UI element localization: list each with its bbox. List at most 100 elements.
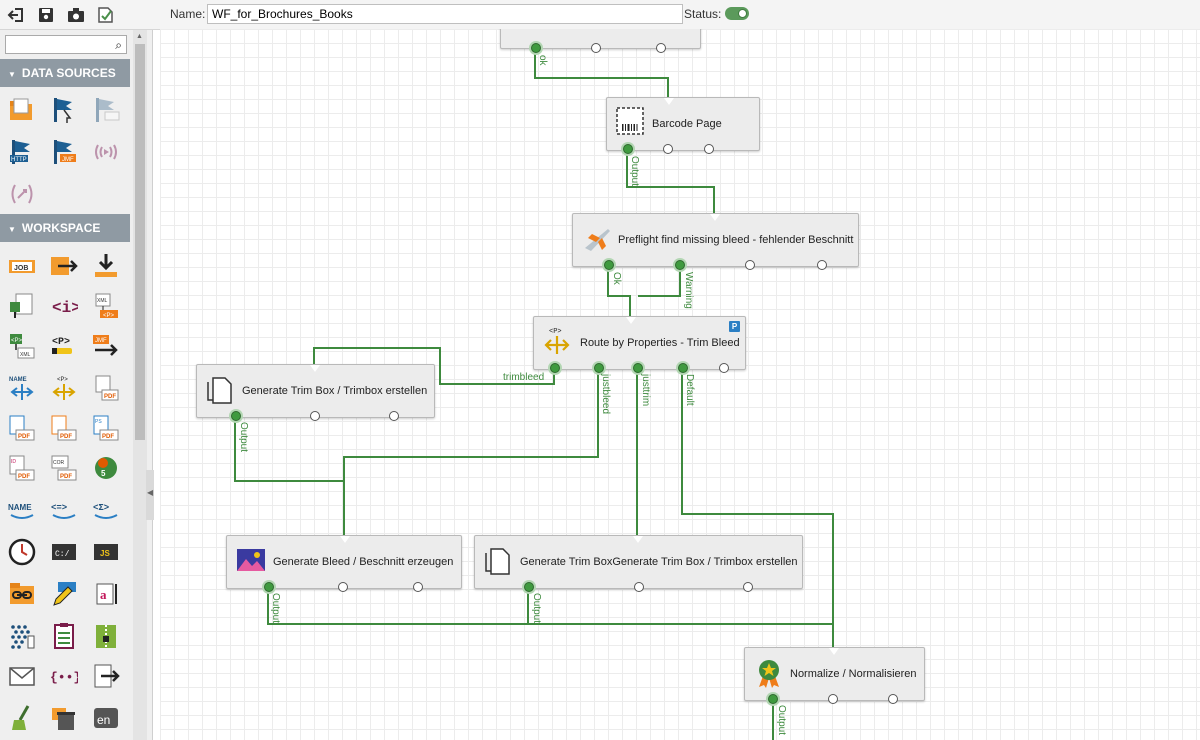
out-port[interactable] [604,260,614,270]
scroll-thumb[interactable] [135,44,145,440]
sidebar-scrollbar[interactable]: ▲ [133,30,147,740]
node-trimbox1[interactable]: Generate Trim Box / Trimbox erstellen [196,364,435,421]
folder-source-icon[interactable] [8,96,36,124]
workflow-canvas[interactable]: Barcode Page Preflight find missing blee… [160,29,1200,740]
route-icon[interactable]: <P> [50,374,78,402]
out-port[interactable] [656,43,666,53]
node-preflight[interactable]: Preflight find missing bleed - fehlender… [572,213,859,270]
search-input[interactable]: ⌕ [5,35,127,54]
code-icon[interactable]: {••} [50,662,81,690]
text-field-icon[interactable]: a [92,580,120,608]
validate-icon[interactable] [96,5,116,25]
node-barcode[interactable]: Barcode Page [606,97,760,154]
camera-icon[interactable] [66,5,86,25]
job-icon[interactable]: JOB [8,252,36,280]
out-port[interactable] [888,694,898,704]
section-data-sources[interactable]: ▼DATA SOURCES [0,59,130,87]
out-port[interactable] [817,260,827,270]
sum-icon[interactable]: <Σ> [92,496,120,524]
sync-icon[interactable] [8,180,36,208]
out-port[interactable] [704,144,714,154]
download-icon[interactable] [92,252,120,280]
javascript-icon[interactable]: JS [92,538,120,566]
out-port[interactable] [389,411,399,421]
console-icon[interactable]: C:/ [50,538,78,566]
counter-icon[interactable]: 5 [92,454,120,482]
save-icon[interactable] [36,5,56,25]
http-source-icon[interactable]: HTTP [8,138,36,166]
out-port[interactable] [745,260,755,270]
in-port[interactable] [710,214,720,221]
out-port[interactable] [634,582,644,592]
out-port[interactable] [310,411,320,421]
info-tag-icon[interactable]: <i> [50,292,81,320]
status-toggle[interactable] [725,7,749,20]
clock-icon[interactable] [8,538,36,566]
out-port[interactable] [719,363,729,373]
out-port[interactable] [663,144,673,154]
out-port[interactable] [594,363,604,373]
name-icon[interactable]: NAME [8,496,36,524]
edit-icon[interactable] [50,580,78,608]
out-port[interactable] [743,582,753,592]
in-port[interactable] [340,536,350,543]
out-port[interactable] [550,363,560,373]
node-normalize[interactable]: Normalize / Normalisieren [744,647,925,704]
in-port[interactable] [310,365,320,372]
out-port[interactable] [678,363,688,373]
pdf-doc-icon[interactable]: PDF [8,414,36,442]
mail-icon[interactable] [8,662,36,690]
out-port[interactable] [623,144,633,154]
in-port[interactable] [829,648,839,655]
xml-convert-icon[interactable]: <P>XML [8,332,36,360]
clean-icon[interactable] [8,704,36,732]
xml-p-icon[interactable]: XML<P> [92,292,120,320]
section-workspace[interactable]: ▼WORKSPACE [0,214,130,242]
wire-label-ok: ok [537,55,548,66]
out-port[interactable] [231,411,241,421]
checklist-icon[interactable] [50,622,78,650]
in-port[interactable] [664,98,674,105]
out-port[interactable] [768,694,778,704]
xml-icon[interactable] [8,292,36,320]
in-port[interactable] [626,317,636,324]
trash-icon[interactable] [50,704,78,732]
pdf-convert-icon[interactable]: PDF [92,374,120,402]
node-trimbox2[interactable]: Generate Trim BoxGenerate Trim Box / Tri… [474,535,803,592]
hotfolder-icon[interactable] [50,96,78,124]
out-port[interactable] [338,582,348,592]
sidebar-collapse-handle[interactable]: ◀ [146,470,154,520]
out-port[interactable] [524,582,534,592]
out-port[interactable] [264,582,274,592]
dots-icon[interactable] [8,622,36,650]
zip-icon[interactable] [92,622,120,650]
p-tag-icon[interactable]: <P> [50,332,78,360]
job-export-icon[interactable] [50,252,78,280]
in-port[interactable] [633,536,643,543]
out-port[interactable] [828,694,838,704]
link-icon[interactable] [8,580,36,608]
out-port[interactable] [633,363,643,373]
broadcast-icon[interactable] [92,138,120,166]
out-port[interactable] [591,43,601,53]
out-port[interactable] [413,582,423,592]
export-icon[interactable] [92,662,120,690]
job-source-icon[interactable] [92,96,120,124]
pdf-merge-icon[interactable]: PDF [50,414,78,442]
jmf-source-icon[interactable]: JMF [50,138,78,166]
workflow-name-input[interactable] [207,4,683,24]
jmf-forward-icon[interactable]: JMF [92,332,120,360]
back-icon[interactable] [6,5,26,25]
node-route[interactable]: <P> Route by Properties - Trim Bleed P [533,316,746,373]
out-port[interactable] [675,260,685,270]
node-bleed[interactable]: Generate Bleed / Beschnitt erzeugen [226,535,462,592]
node-top[interactable] [500,29,701,53]
enfocus-icon[interactable]: en [92,704,120,732]
scroll-up-icon[interactable]: ▲ [136,33,143,40]
compare-icon[interactable]: <=> [50,496,78,524]
out-port[interactable] [531,43,541,53]
name-route-icon[interactable]: NAME [8,374,36,402]
